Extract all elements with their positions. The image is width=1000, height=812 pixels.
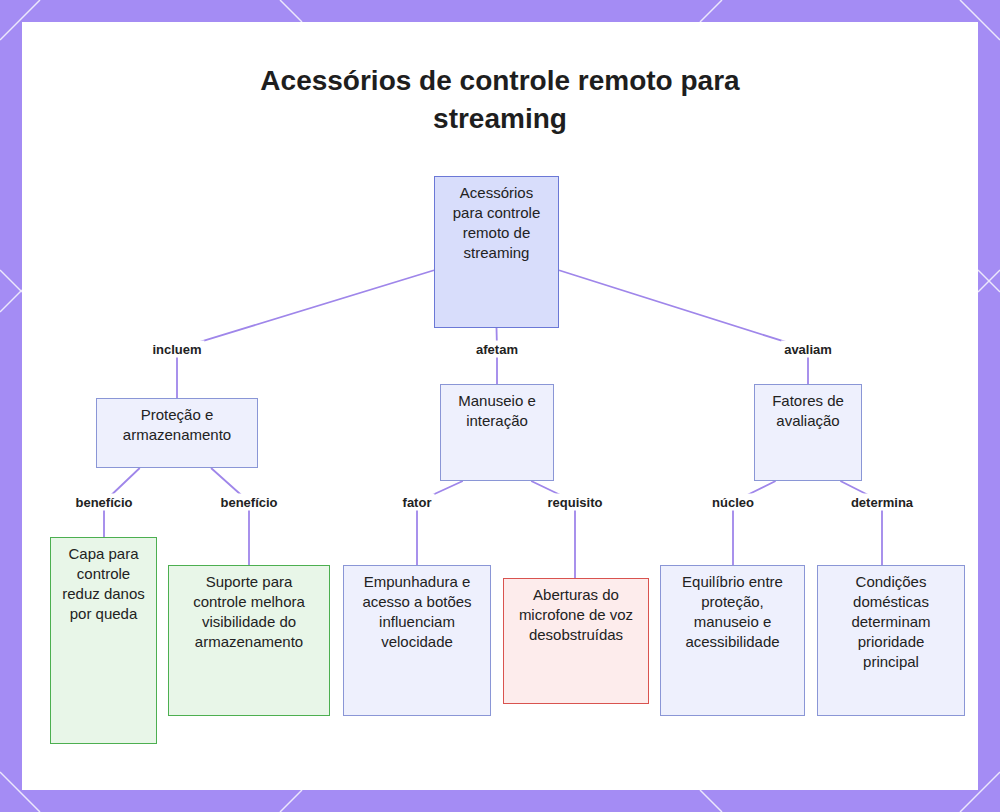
edge-label: núcleo [709,494,757,511]
node-text: Aberturas do microfone de voz desobstruí… [514,585,638,645]
node-text: Acessórios para controle remoto de strea… [449,183,544,263]
category-box: Manuseio e interação [440,384,554,481]
edge-label: requisito [545,494,606,511]
root-box: Acessórios para controle remoto de strea… [434,176,559,328]
edge-label: determina [848,494,916,511]
edge-label: benefício [217,494,280,511]
benefit-box: Capa para controle reduz danos por queda [50,537,157,744]
node-text: Condições domésticas determinam priorida… [828,572,954,672]
connector-line [559,270,808,384]
edge-label: avaliam [781,341,835,358]
category-box: Proteção e armazenamento [96,398,258,468]
edge-label: fator [400,494,435,511]
category-box: Fatores de avaliação [754,384,862,481]
node-text: Proteção e armazenamento [107,405,247,445]
requirement-box: Aberturas do microfone de voz desobstruí… [503,578,649,704]
diagram-title: Acessórios de controle remoto para strea… [220,62,780,138]
node-text: Suporte para controle melhora visibilida… [179,572,319,652]
edge-label: benefício [72,494,135,511]
edge-label: afetam [473,341,521,358]
node-text: Fatores de avaliação [765,391,851,431]
detail-box: Empunhadura e acesso a botões influencia… [343,565,491,716]
node-text: Empunhadura e acesso a botões influencia… [354,572,480,652]
detail-box: Condições domésticas determinam priorida… [817,565,965,716]
connector-line [211,468,249,565]
node-text: Equilíbrio entre proteção, manuseio e ac… [671,572,794,652]
node-text: Capa para controle reduz danos por queda [61,544,146,624]
benefit-box: Suporte para controle melhora visibilida… [168,565,330,716]
node-text: Manuseio e interação [451,391,543,431]
connector-line [177,270,434,398]
edge-label: incluem [149,341,204,358]
detail-box: Equilíbrio entre proteção, manuseio e ac… [660,565,805,716]
